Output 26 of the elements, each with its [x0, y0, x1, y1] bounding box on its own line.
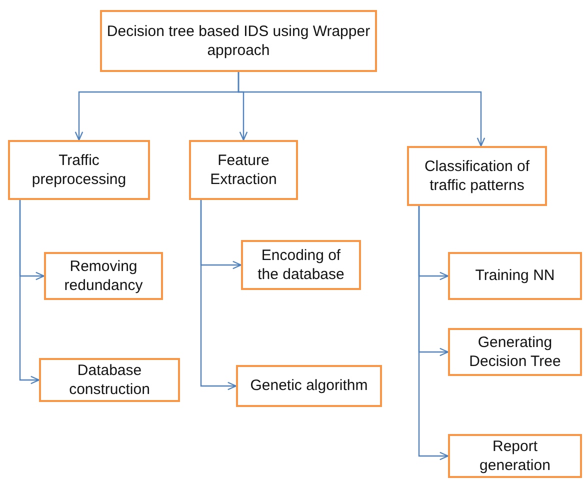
process-box [39, 358, 180, 402]
box-label: Decision tree based IDS using Wrapper approach [106, 22, 371, 60]
box-label: Genetic algorithm [250, 376, 368, 396]
box-label: Report generation [478, 436, 552, 476]
arrow [418, 206, 449, 460]
process-box [241, 240, 361, 290]
box-label: Removing redundancy [63, 256, 144, 296]
process-box [236, 365, 382, 407]
process-box [44, 252, 163, 300]
box-label: Classification of traffic patterns [423, 156, 531, 196]
box-label: Generating Decision Tree [468, 332, 562, 372]
box-label: Feature Extraction [209, 150, 278, 190]
process-box [189, 140, 298, 200]
box-label: Training NN [475, 266, 555, 286]
box-label: Encoding of the database [257, 246, 345, 284]
process-box [448, 252, 582, 300]
box-label: Traffic preprocessing [30, 150, 128, 190]
process-box [448, 328, 582, 376]
arrow [238, 72, 486, 147]
arrow [19, 200, 40, 384]
arrow [200, 200, 237, 390]
process-box [8, 140, 150, 200]
process-box [407, 146, 547, 206]
box-label: Database construction [68, 360, 151, 400]
process-box [448, 434, 582, 478]
process-box [100, 10, 377, 72]
